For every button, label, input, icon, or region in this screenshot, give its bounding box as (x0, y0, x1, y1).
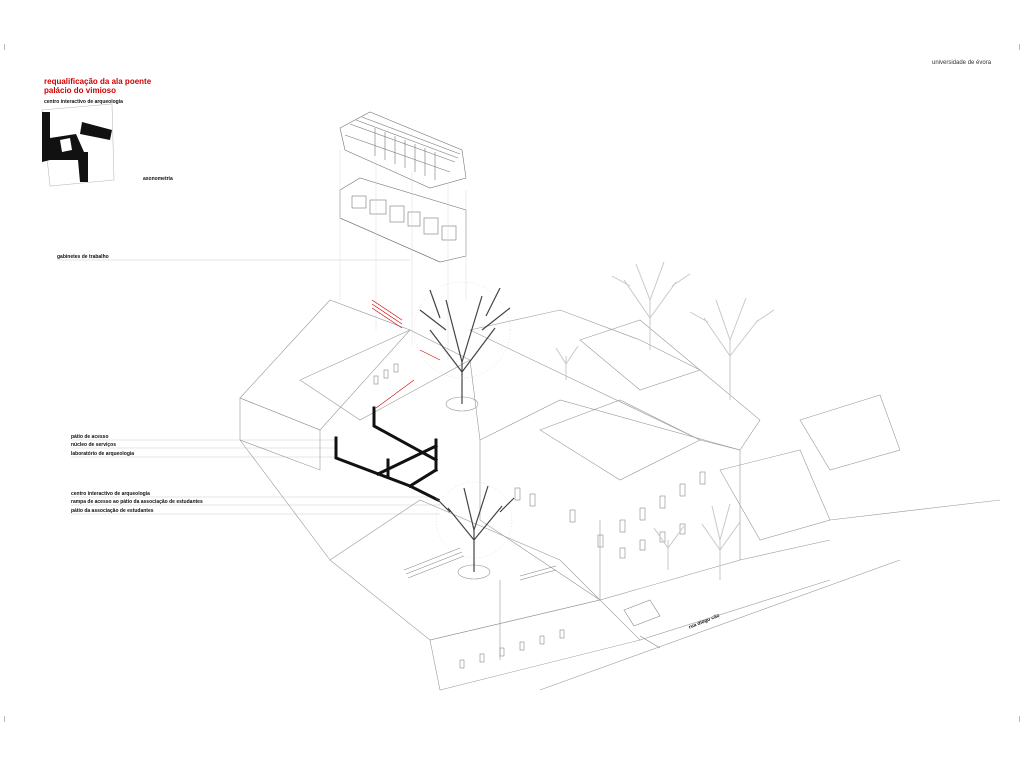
building-complex (239, 299, 1001, 691)
tree-courtyard-lower (435, 481, 515, 580)
exploded-roof (339, 111, 467, 189)
view-label: axonometria (143, 176, 173, 182)
intervention-walls (334, 406, 441, 503)
ramp (403, 547, 557, 581)
leader-lines (57, 259, 440, 515)
label-rampa: rampa de acesso ao pátio da associação d… (71, 499, 203, 505)
title-line-1: requalificação da ala poente (44, 77, 152, 86)
facade-windows (373, 363, 706, 669)
label-patio-acesso: pátio de acesso (71, 434, 109, 440)
label-patio-assoc: pátio da associação de estudantes (71, 508, 154, 514)
corner-mark (1019, 716, 1020, 722)
subtitle: centro interactivo de arqueologia (44, 99, 123, 105)
accent-lines (371, 299, 441, 409)
projection-lines (339, 150, 467, 360)
exploded-floor (339, 177, 467, 263)
university-name: universidade de évora (932, 60, 992, 66)
corner-mark (4, 716, 5, 722)
gate (623, 599, 661, 649)
title-line-2: palácio do vimioso (44, 86, 117, 95)
corner-mark (4, 44, 5, 50)
corner-mark (1019, 44, 1020, 50)
tree-courtyard-upper (413, 281, 511, 412)
tree-background (555, 261, 775, 580)
label-nucleo: núcleo de serviços (71, 442, 117, 448)
label-centro: centro interactivo de arqueologia (71, 491, 150, 497)
label-gabinetes: gabinetes de trabalho (57, 254, 109, 260)
label-laboratorio: laboratório de arqueologia (71, 451, 135, 457)
key-plan (41, 103, 115, 187)
